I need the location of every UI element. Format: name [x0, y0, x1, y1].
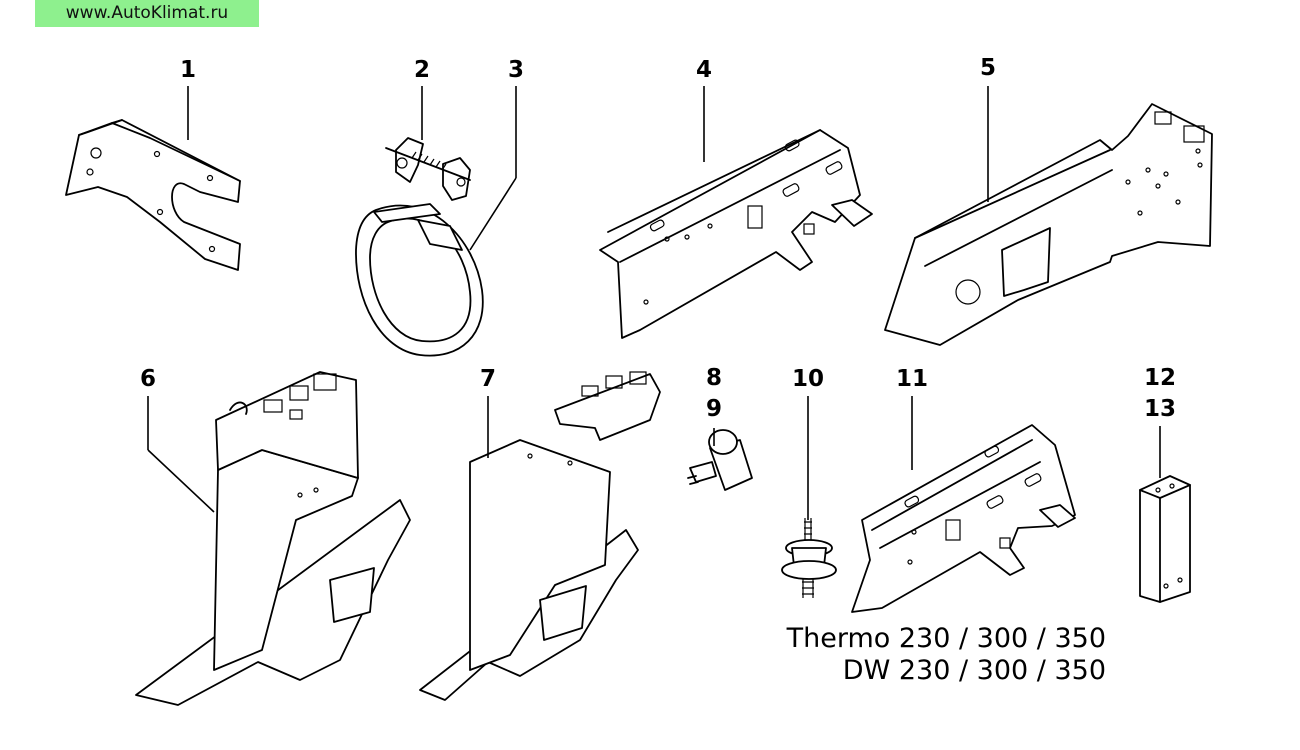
rubber-mount-icon	[687, 429, 753, 491]
callout-7: 7	[479, 366, 497, 392]
callout-11: 11	[895, 366, 929, 392]
callout-8: 8	[705, 365, 723, 391]
callout-2: 2	[413, 57, 431, 83]
holder-bracket-icon	[419, 371, 661, 701]
caption-line-1: Thermo 230 / 300 / 350	[786, 623, 1106, 654]
callout-5: 5	[979, 55, 997, 81]
caption-line-2: DW 230 / 300 / 350	[842, 655, 1106, 686]
small-bracket-icon	[1139, 475, 1191, 603]
callout-9: 9	[705, 396, 723, 422]
callout-4: 4	[695, 57, 713, 83]
fork-bracket-icon	[65, 119, 241, 271]
leader-lines	[147, 86, 1161, 520]
callout-1: 1	[179, 57, 197, 83]
callout-10: 10	[791, 366, 825, 392]
callout-3: 3	[507, 57, 525, 83]
clamp-band-icon	[355, 203, 484, 357]
double-stud-mount-icon	[781, 518, 837, 598]
bracket-plate-icon	[884, 103, 1213, 346]
holder-bracket-icon	[135, 371, 411, 706]
callout-13: 13	[1143, 396, 1177, 422]
hose-clamp-screw-icon	[385, 137, 471, 201]
callout-6: 6	[139, 366, 157, 392]
site-watermark[interactable]: www.AutoKlimat.ru	[35, 0, 259, 27]
mounting-rail-icon	[851, 424, 1076, 613]
callout-12: 12	[1143, 365, 1177, 391]
mounting-rail-icon	[599, 129, 873, 339]
